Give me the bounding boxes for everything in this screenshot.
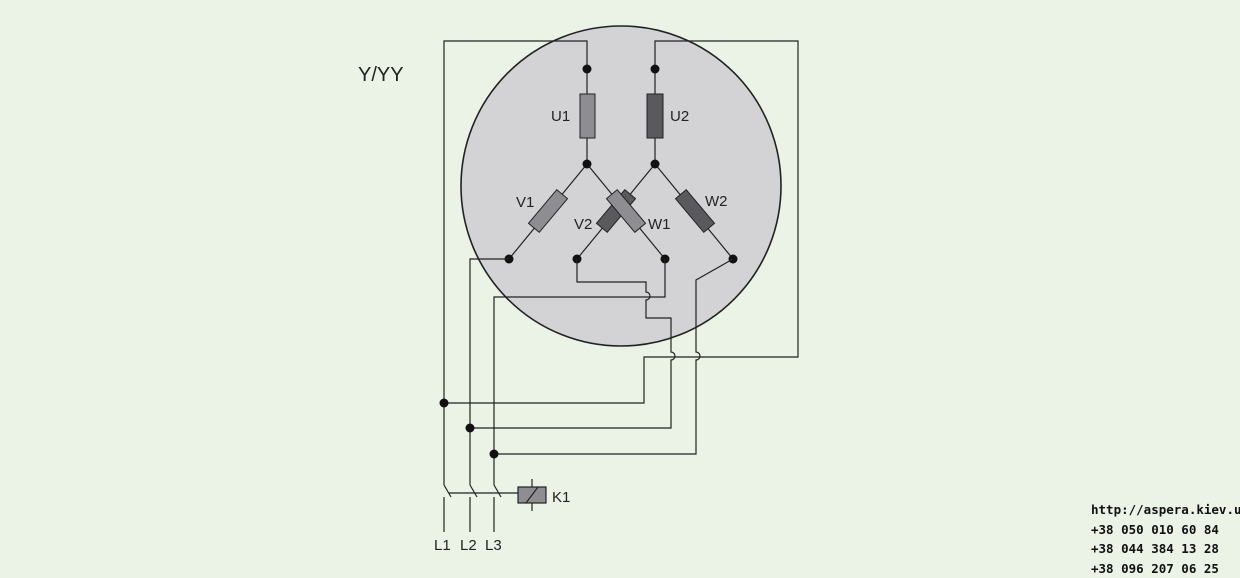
- diagram-title: Y/YY: [358, 64, 404, 86]
- junction-l1: [440, 399, 449, 408]
- contact-l1: [444, 485, 451, 497]
- star-point-1: [583, 160, 592, 169]
- label-k1: K1: [552, 489, 570, 506]
- label-u2: U2: [670, 108, 689, 125]
- terminal-u2-top: [651, 65, 660, 74]
- label-l3: L3: [485, 537, 502, 554]
- phone-1: +38 050 010 60 84: [1091, 520, 1240, 540]
- label-w1: W1: [648, 216, 671, 233]
- website-url[interactable]: http://aspera.kiev.ua/: [1091, 500, 1240, 520]
- winding-u1: [580, 94, 595, 138]
- label-w2: W2: [705, 193, 728, 210]
- junction-l2: [466, 424, 475, 433]
- label-v1: V1: [516, 194, 534, 211]
- label-l2: L2: [460, 537, 477, 554]
- contact-info: http://aspera.kiev.ua/ +38 050 010 60 84…: [1091, 500, 1240, 578]
- contact-l3: [494, 485, 501, 497]
- motor-housing: [461, 26, 781, 346]
- contact-l2: [470, 485, 477, 497]
- label-l1: L1: [434, 537, 451, 554]
- label-u1: U1: [551, 108, 570, 125]
- junction-l3: [490, 450, 499, 459]
- phone-3: +38 096 207 06 25: [1091, 559, 1240, 578]
- star-point-2: [651, 160, 660, 169]
- phone-2: +38 044 384 13 28: [1091, 539, 1240, 559]
- winding-u2: [647, 94, 663, 138]
- label-v2: V2: [574, 216, 592, 233]
- terminal-u1-top: [583, 65, 592, 74]
